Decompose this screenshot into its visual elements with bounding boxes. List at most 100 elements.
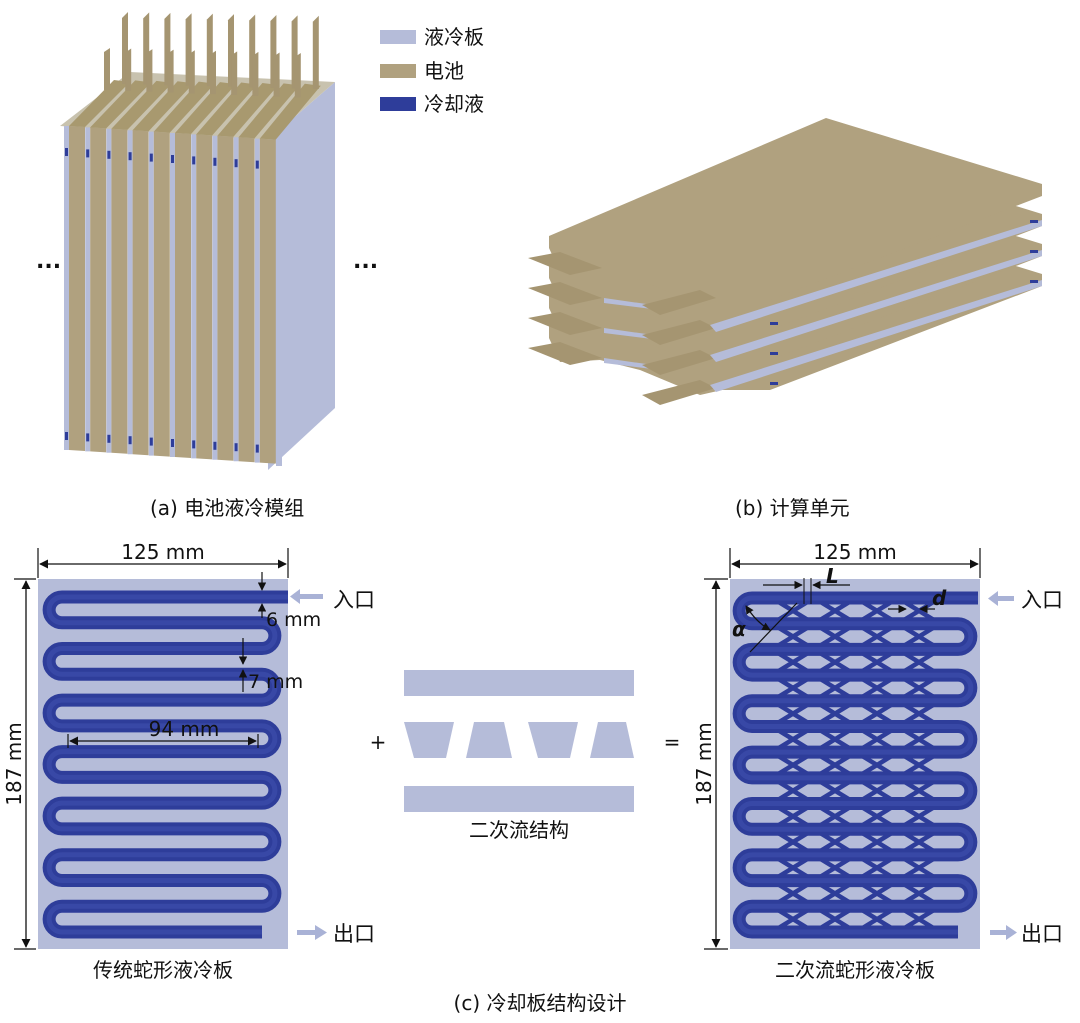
battery-cell [132, 130, 149, 456]
d-label: d [932, 586, 947, 610]
battery-tab [146, 49, 153, 92]
coolant-channel-mark [255, 444, 259, 453]
battery-tab [167, 49, 174, 93]
left-inlet-label: 入口 [333, 588, 375, 612]
battery-cell-top [196, 82, 258, 136]
battery-cell [196, 134, 213, 460]
battery-tab [252, 51, 259, 96]
battery-tab [528, 342, 602, 365]
battery-cell-top [90, 80, 152, 129]
battery-tab [528, 282, 602, 305]
coolant-channel-mark [128, 152, 132, 161]
coolant-channel-mark [171, 155, 174, 163]
right-inlet-label: 入口 [1021, 588, 1063, 612]
gap-dim-label: 7 mm [248, 671, 303, 693]
coolant-channel-mark [171, 439, 174, 447]
battery-cell [259, 138, 276, 464]
cooling-plate-strip [85, 127, 91, 452]
inlet-arrow-icon [988, 591, 998, 606]
secondary-flow-bottom-plate [404, 786, 634, 812]
legend-label-coolant: 冷却液 [424, 92, 484, 116]
coolant-channel-mark [213, 441, 217, 450]
cooling-plate-strip [254, 138, 260, 463]
outlet-arrow-shaft [990, 930, 1008, 935]
coolant-channel-mark [770, 382, 778, 385]
ellipsis-left: ... [36, 249, 61, 274]
battery-cell [90, 127, 107, 453]
length-dim-label: 94 mm [149, 717, 220, 741]
caption-c: (c) 冷却板结构设计 [454, 991, 627, 1015]
battery-cell-top [69, 80, 130, 127]
inlet-arrow-icon [290, 589, 300, 604]
battery-cell-top [175, 82, 236, 134]
coolant-channel-mark [1030, 220, 1038, 223]
channel-width-dim-label: 6 mm [266, 609, 321, 631]
battery-cell-top [238, 83, 300, 139]
equals-sign: = [664, 730, 681, 754]
inlet-arrow-shaft [994, 596, 1014, 601]
ellipsis-right: ... [353, 249, 378, 274]
caption-secondary-flow: 二次流结构 [469, 818, 569, 842]
left-height-dim-label: 187 mm [2, 722, 26, 806]
legend-label-plate: 液冷板 [424, 25, 484, 49]
battery-cell [238, 137, 255, 463]
cooling-plate-strip [212, 135, 218, 460]
alpha-arc [745, 605, 771, 631]
coolant-channel-mark [770, 352, 778, 355]
coolant-channel-mark [234, 443, 238, 452]
battery-module-illustration [60, 12, 335, 470]
left-outlet-label: 出口 [333, 922, 375, 946]
battery-tab [642, 320, 716, 345]
right-width-dim-label: 125 mm [813, 540, 897, 564]
battery-cell-top [153, 81, 215, 133]
alpha-leader [749, 602, 798, 653]
battery-tab [273, 52, 280, 97]
battery-tab [231, 51, 238, 96]
battery-cell [153, 131, 170, 457]
battery-tab [642, 380, 716, 405]
battery-tab [312, 15, 319, 90]
module-side-face [268, 82, 335, 470]
coolant-channel-mark [213, 157, 217, 166]
battery-tab [528, 312, 602, 335]
outlet-arrow-shaft [297, 930, 317, 935]
battery-tab [104, 48, 110, 90]
cooling-plate-strip [127, 130, 133, 455]
cooling-plate-strip [191, 134, 197, 459]
caption-right-plate: 二次流蛇形液冷板 [775, 958, 935, 982]
secondary-flow-rib-1 [404, 722, 454, 758]
coolant-channel-mark [1030, 250, 1038, 253]
secondary-flow-plate [730, 579, 980, 949]
battery-cell [111, 128, 128, 454]
coolant-channel-mark [192, 440, 196, 449]
cooling-plate-strip [106, 128, 112, 453]
battery-tab [210, 50, 216, 95]
legend-swatch-coolant [380, 97, 416, 111]
right-height-dim-label: 187 mm [692, 722, 716, 806]
battery-layer [549, 118, 1042, 305]
battery-tab [188, 50, 195, 94]
coolant-channel-mark [149, 153, 153, 162]
legend-label-battery: 电池 [424, 59, 464, 83]
battery-cell-top [259, 83, 321, 140]
legend: 液冷板 电池 冷却液 [380, 25, 484, 116]
battery-tab [125, 48, 132, 91]
battery-cell [217, 135, 234, 461]
cooling-plate-strip [276, 140, 282, 466]
caption-left-plate: 传统蛇形液冷板 [93, 958, 233, 982]
secondary-flow-rib-2 [466, 722, 512, 758]
alpha-label: α [732, 617, 746, 641]
right-outlet-label: 出口 [1021, 922, 1063, 946]
traditional-plate [38, 579, 288, 949]
cooling-plate-strip [148, 131, 154, 456]
plus-sign: + [370, 730, 387, 754]
cooling-plate-edge [710, 250, 1042, 362]
battery-cell-top [111, 80, 173, 130]
cooling-plate-strip [64, 126, 69, 450]
outlet-arrow-icon [315, 925, 327, 940]
battery-cell-top [217, 82, 279, 137]
inlet-arrow-shaft [297, 594, 323, 599]
caption-a: (a) 电池液冷模组 [150, 496, 304, 520]
L-label: L [826, 564, 839, 588]
legend-swatch-battery [380, 64, 416, 78]
